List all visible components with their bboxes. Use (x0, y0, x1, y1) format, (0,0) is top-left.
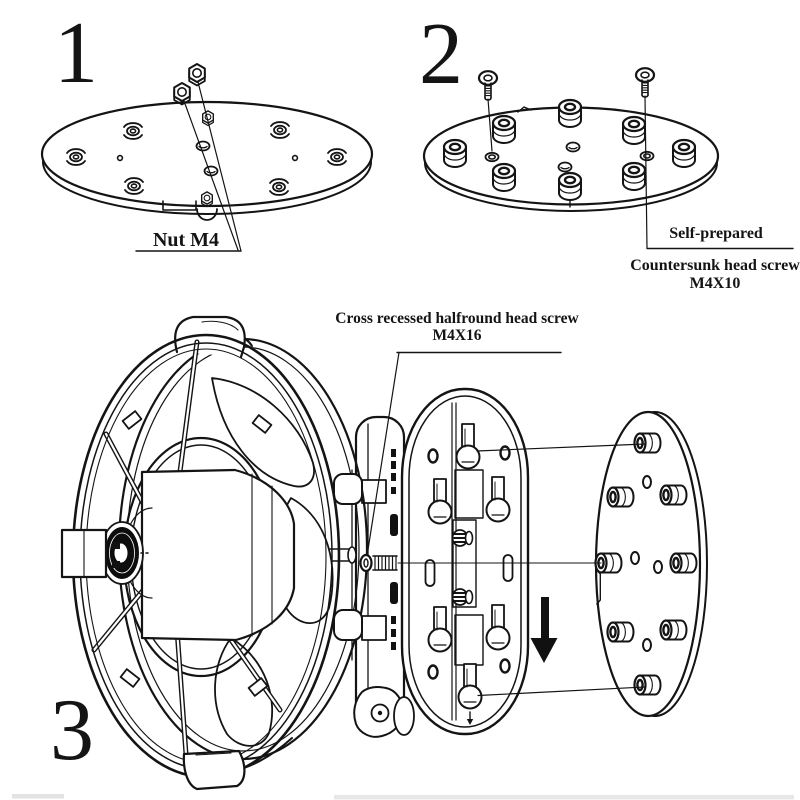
fan-hub (60, 468, 296, 642)
step2-leader-lines (487, 95, 794, 250)
step3-halfround-screw (359, 553, 398, 573)
bracket-screw-bosses (451, 529, 474, 606)
step3-leader-lines (366, 351, 646, 697)
halfround-screw-name: Cross recessed halfround head screw (335, 310, 579, 327)
step3-number: 3 (50, 682, 94, 779)
countersunk-screw-label: Countersunk head screw M4X10 (610, 257, 800, 293)
countersunk-screw-size: M4X10 (689, 274, 741, 292)
nut-m4-label: Nut M4 (152, 229, 220, 251)
step3-mounting-bracket (400, 387, 530, 736)
step2-countersunk-screws (477, 67, 656, 102)
halfround-screw-size: M4X16 (432, 327, 482, 345)
step1-plate-drawing (40, 100, 374, 221)
step2-plate-drawing (422, 98, 720, 212)
step3-adapter-plate (594, 410, 708, 718)
halfround-screw-label: Cross recessed halfround head screw M4X1… (330, 310, 584, 345)
step1-number: 1 (54, 5, 98, 102)
scan-edge-artifacts (12, 794, 794, 800)
countersunk-screw-name: Countersunk head screw (630, 257, 800, 274)
step3-fan-assembly (60, 315, 369, 791)
self-prepared-label: Self-prepared (669, 225, 763, 242)
step1-leader-lines (135, 81, 242, 252)
step2-number: 2 (419, 6, 463, 103)
down-arrow-icon (530, 597, 558, 663)
step1-m4-nuts (173, 63, 206, 106)
